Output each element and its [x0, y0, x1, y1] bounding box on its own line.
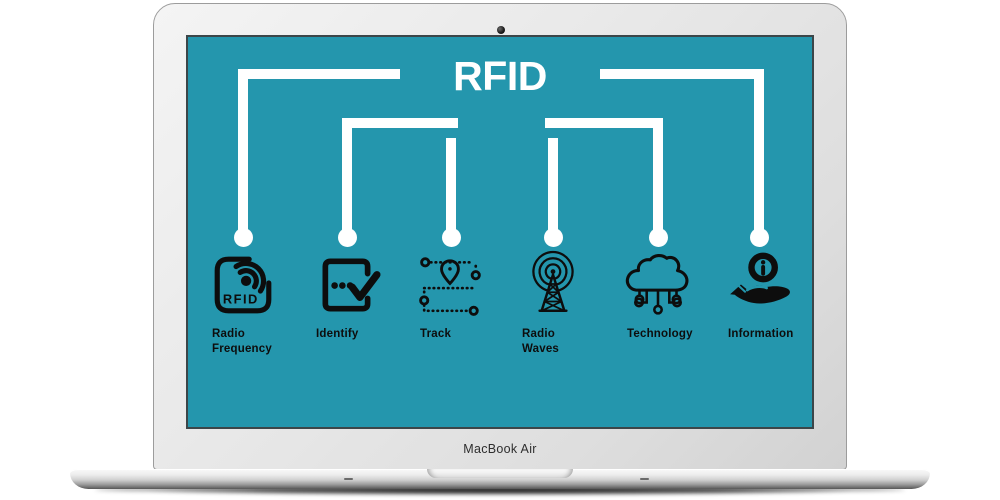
connector-dot: [338, 228, 357, 247]
connector-line: [545, 118, 663, 128]
list-item: Identify: [302, 252, 392, 342]
list-item: Information: [714, 252, 804, 342]
base-seam: [344, 478, 353, 480]
connector-dot: [544, 228, 563, 247]
svg-text:RFID: RFID: [223, 292, 259, 307]
connector-line: [754, 69, 764, 230]
webcam-icon: [497, 26, 505, 34]
connector-dot: [750, 228, 769, 247]
rfid-tag-icon: RFID: [214, 256, 272, 314]
laptop-base: [70, 469, 930, 489]
item-label: Identify: [316, 328, 359, 340]
laptop-lid-notch: [427, 469, 573, 478]
base-seam: [640, 478, 649, 480]
identify-check-icon: [322, 258, 381, 312]
connector-line: [653, 118, 663, 230]
list-item: Technology: [613, 252, 703, 342]
connector-line: [446, 138, 456, 230]
radio-waves-tower-icon: [532, 250, 574, 313]
connector-line: [238, 69, 248, 230]
connector-line: [238, 69, 400, 79]
item-label: Information: [728, 328, 794, 340]
connector-dot: [442, 228, 461, 247]
connector-line: [342, 118, 352, 230]
item-label: Technology: [627, 328, 693, 340]
connector-dot: [649, 228, 668, 247]
laptop-shadow: [95, 487, 905, 492]
model-label: MacBook Air: [463, 442, 537, 456]
connector-line: [600, 69, 764, 79]
connector-line: [342, 118, 458, 128]
diagram-title: RFID: [453, 53, 547, 99]
item-label: Track: [420, 328, 452, 340]
connector-line: [548, 138, 558, 230]
connector-dot: [234, 228, 253, 247]
information-hand-icon: [730, 252, 790, 304]
cloud-technology-icon: [625, 254, 689, 315]
track-route-icon: [419, 257, 481, 316]
list-item: Track: [406, 252, 496, 342]
